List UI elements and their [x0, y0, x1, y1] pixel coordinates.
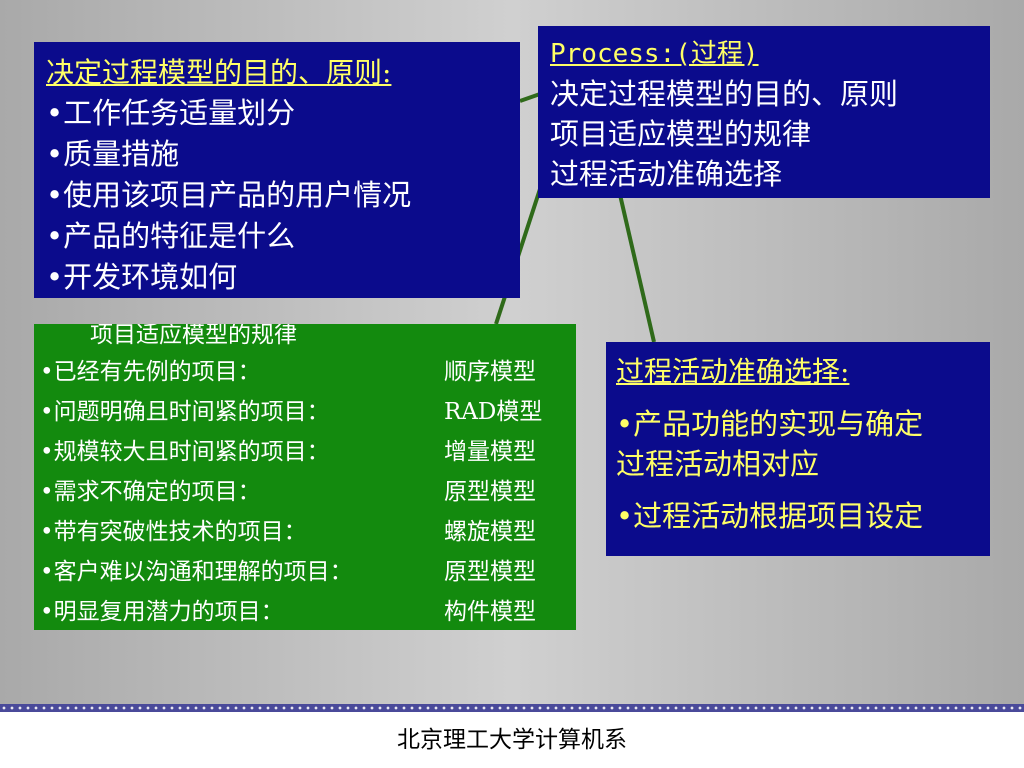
- connector-process-to-activity: [616, 185, 656, 343]
- table-row: •已经有先例的项目： 顺序模型: [40, 352, 570, 392]
- process-title: Process:(过程): [550, 39, 759, 69]
- spacer: [616, 392, 980, 404]
- project-type: •带有突破性技术的项目：: [40, 519, 307, 545]
- list-item: 过程活动相对应: [616, 447, 820, 481]
- table-row: •需求不确定的项目： 原型模型: [40, 472, 570, 512]
- connector-left-to-process: [519, 92, 541, 103]
- process-line: 决定过程模型的目的、原则: [550, 77, 899, 111]
- process-line: 项目适应模型的规律: [550, 117, 812, 151]
- project-type: •明显复用潜力的项目：: [40, 599, 284, 625]
- list-item: •产品功能的实现与确定: [616, 407, 924, 441]
- table-row: •问题明确且时间紧的项目： RAD模型: [40, 392, 570, 432]
- activity-selection-box: 过程活动准确选择: •产品功能的实现与确定 过程活动相对应 •过程活动根据项目设…: [606, 342, 990, 556]
- project-type: •规模较大且时间紧的项目：: [40, 439, 330, 465]
- table-row: •规模较大且时间紧的项目： 增量模型: [40, 432, 570, 472]
- model-name: 构件模型: [444, 599, 536, 625]
- footer-text: 北京理工大学计算机系: [397, 727, 627, 753]
- purpose-principles-title: 决定过程模型的目的、原则:: [46, 56, 392, 89]
- model-rules-box: 项目适应模型的规律 •已经有先例的项目： 顺序模型 •问题明确且时间紧的项目： …: [34, 324, 576, 630]
- model-name: 原型模型: [444, 479, 536, 505]
- list-item: •质量措施: [46, 137, 180, 171]
- model-name: 原型模型: [444, 559, 536, 585]
- project-type: •已经有先例的项目：: [40, 359, 261, 385]
- footer-divider: [0, 704, 1024, 712]
- project-type: •需求不确定的项目：: [40, 479, 261, 505]
- spacer: [616, 484, 980, 496]
- footer: 北京理工大学计算机系: [0, 712, 1024, 768]
- activity-selection-title: 过程活动准确选择:: [616, 355, 850, 388]
- process-line: 过程活动准确选择: [550, 157, 783, 191]
- list-item: •产品的特征是什么: [46, 219, 296, 253]
- table-row: •明显复用潜力的项目： 构件模型: [40, 592, 570, 630]
- table-row: •客户难以沟通和理解的项目： 原型模型: [40, 552, 570, 592]
- model-name: 顺序模型: [444, 359, 536, 385]
- table-row: •带有突破性技术的项目： 螺旋模型: [40, 512, 570, 552]
- model-rules-title: 项目适应模型的规律: [90, 324, 297, 348]
- model-name: 增量模型: [444, 439, 536, 465]
- model-name: 螺旋模型: [444, 519, 536, 545]
- project-type: •问题明确且时间紧的项目：: [40, 399, 330, 425]
- model-name: RAD模型: [444, 399, 543, 425]
- purpose-principles-box: 决定过程模型的目的、原则: •工作任务适量划分 •质量措施 •使用该项目产品的用…: [34, 42, 520, 298]
- list-item: •过程活动根据项目设定: [616, 499, 924, 533]
- project-type: •客户难以沟通和理解的项目：: [40, 559, 353, 585]
- list-item: •使用该项目产品的用户情况: [46, 178, 412, 212]
- list-item: •开发环境如何: [46, 260, 238, 294]
- list-item: •工作任务适量划分: [46, 96, 296, 130]
- process-box: Process:(过程) 决定过程模型的目的、原则 项目适应模型的规律 过程活动…: [538, 26, 990, 198]
